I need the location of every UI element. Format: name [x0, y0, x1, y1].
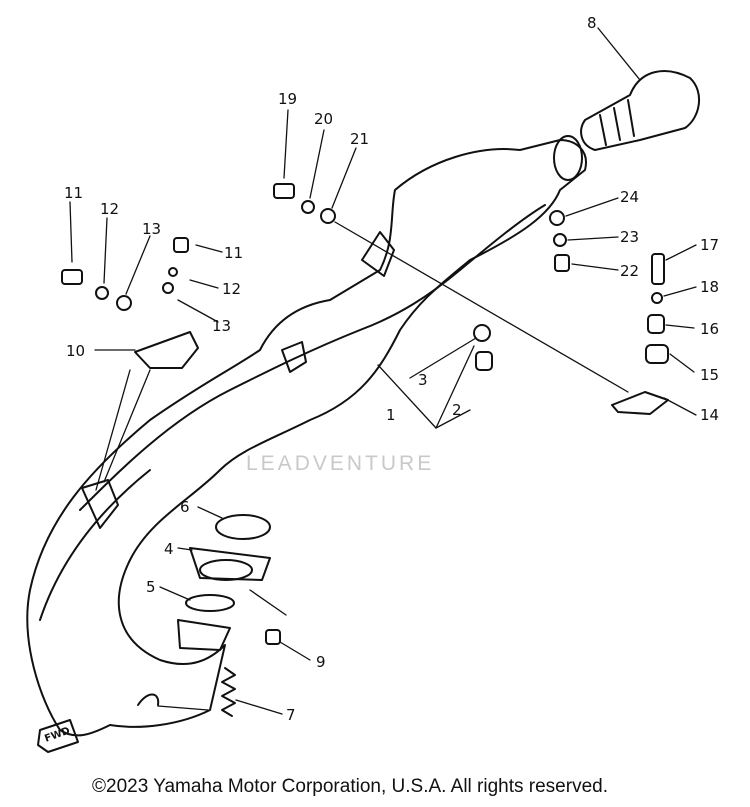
- chamber-seam-inner: [39, 469, 151, 621]
- spring-7: [221, 667, 236, 717]
- joint-4: [189, 547, 271, 581]
- bolt-22: [554, 254, 570, 272]
- bolt-11-left: [61, 269, 83, 285]
- tail-pipe-8: [580, 70, 701, 151]
- bolt-11-right: [173, 237, 189, 253]
- callout-8: 8: [587, 14, 597, 32]
- damper-15: [645, 344, 669, 364]
- callout-9: 9: [316, 653, 326, 671]
- callout-13-right: 13: [212, 317, 231, 335]
- callout-12-left: 12: [100, 200, 119, 218]
- nut-3: [473, 324, 491, 342]
- callout-4: 4: [164, 540, 174, 558]
- o-ring-5: [185, 594, 235, 612]
- callout-1: 1: [386, 406, 396, 424]
- joint-4-ring: [199, 559, 253, 581]
- washer-13-left: [116, 295, 132, 311]
- callout-5: 5: [146, 578, 156, 596]
- body-bracket-mid: [281, 341, 307, 373]
- gasket-6: [215, 514, 271, 540]
- collar-23: [553, 233, 567, 247]
- body-bracket-rear: [361, 231, 395, 277]
- callout-21: 21: [350, 130, 369, 148]
- washer-12-right: [168, 267, 178, 277]
- callout-14: 14: [700, 406, 719, 424]
- callout-18: 18: [700, 278, 719, 296]
- callout-24: 24: [620, 188, 639, 206]
- callout-7: 7: [286, 706, 296, 724]
- tail-pipe-rings: [599, 99, 635, 146]
- callout-13-left: 13: [142, 220, 161, 238]
- washer-13-right: [162, 282, 174, 294]
- bolt-19: [273, 183, 295, 199]
- washer-12-left: [95, 286, 109, 300]
- callout-6: 6: [180, 498, 190, 516]
- callout-15: 15: [700, 366, 719, 384]
- callout-16: 16: [700, 320, 719, 338]
- callout-11-left: 11: [64, 184, 83, 202]
- callout-23: 23: [620, 228, 639, 246]
- callout-17: 17: [700, 236, 719, 254]
- spring-hook: [137, 693, 160, 706]
- callout-11-right: 11: [224, 244, 243, 262]
- grommet-24: [549, 210, 565, 226]
- bracket-10: [134, 331, 199, 369]
- callout-10: 10: [66, 342, 85, 360]
- callout-12-right: 12: [222, 280, 241, 298]
- silencer-end: [553, 135, 583, 181]
- washer-21: [320, 208, 336, 224]
- body-bracket-front: [81, 479, 119, 529]
- watermark: LEADVENTURE: [246, 452, 434, 475]
- callout-3: 3: [418, 371, 428, 389]
- callout-19: 19: [278, 90, 297, 108]
- fwd-arrow: [37, 719, 79, 753]
- chamber-seam: [79, 204, 546, 511]
- washer-18: [651, 292, 663, 304]
- bolt-9: [265, 629, 281, 645]
- copyright-notice: ©2023 Yamaha Motor Corporation, U.S.A. A…: [92, 776, 608, 797]
- flange-pipe: [177, 619, 231, 651]
- expansion-chamber: [26, 139, 587, 737]
- bracket-14: [611, 391, 669, 415]
- callout-22: 22: [620, 262, 639, 280]
- callout-2: 2: [452, 401, 462, 419]
- callout-20: 20: [314, 110, 333, 128]
- grommet-2: [475, 351, 493, 371]
- washer-20: [301, 200, 315, 214]
- bolt-17: [651, 253, 665, 285]
- collar-16: [647, 314, 665, 334]
